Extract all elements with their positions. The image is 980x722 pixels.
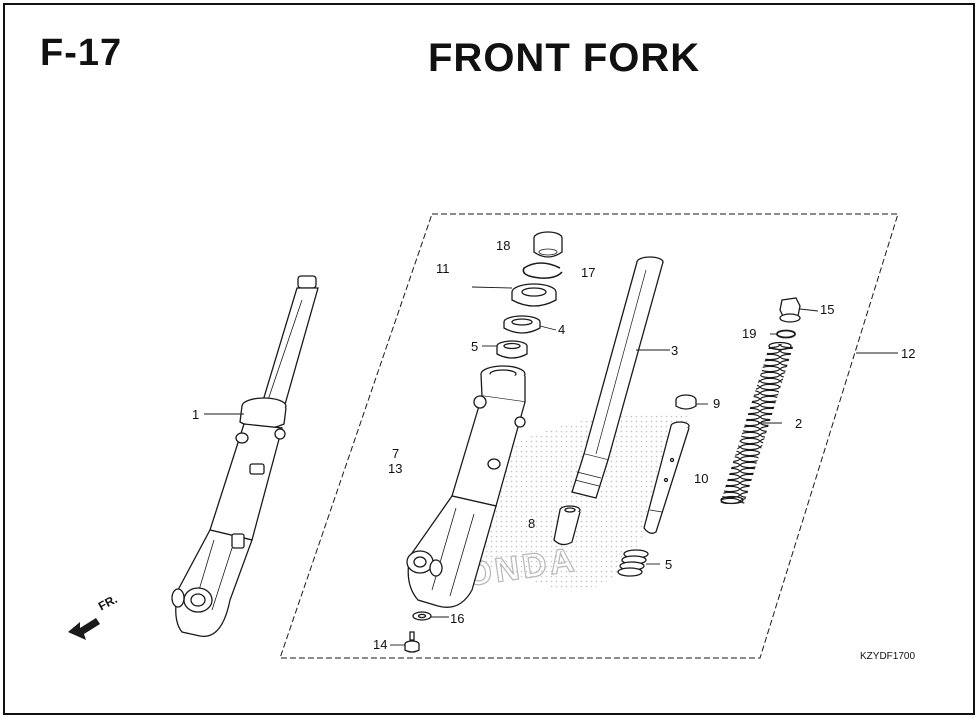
callout-13: 13 (388, 461, 403, 476)
callout-3: 3 (671, 343, 679, 358)
callout-2: 2 (795, 416, 803, 431)
callout-5-upper: 5 (471, 339, 479, 354)
callout-19: 19 (742, 326, 757, 341)
callout-18: 18 (496, 238, 511, 253)
part-5-rebound-spring (617, 549, 649, 577)
part-19-o-ring (776, 329, 796, 339)
leader-lines (204, 286, 898, 646)
callout-1: 1 (192, 407, 200, 422)
part-17-circlip (522, 262, 563, 279)
callout-8: 8 (528, 516, 536, 531)
callout-17: 17 (581, 265, 596, 280)
callout-7: 7 (392, 446, 400, 461)
part-14-socket-bolt (404, 631, 420, 653)
part-8-oil-lock-piece (553, 505, 581, 546)
callout-9: 9 (713, 396, 721, 411)
callout-15: 15 (820, 302, 835, 317)
part-2-fork-spring (720, 341, 794, 505)
part-10-damper-rod (643, 421, 690, 534)
callout-4: 4 (558, 322, 566, 337)
callout-10: 10 (694, 471, 709, 486)
callout-5-lower: 5 (665, 557, 673, 572)
figure-title: FRONT FORK (428, 36, 701, 80)
callout-12: 12 (901, 346, 916, 361)
callout-16: 16 (450, 611, 465, 626)
part-11-oil-seal (511, 283, 557, 307)
part-9-nut (675, 394, 697, 410)
fr-direction-arrow (68, 618, 100, 640)
callout-11: 11 (436, 261, 450, 276)
catalog-code: KZYDF1700 (860, 651, 916, 662)
part-4-bushing (503, 315, 541, 334)
part-16-sealing-washer (412, 611, 432, 621)
diagram-frame (3, 3, 975, 715)
part-fork-leg-assembly (171, 275, 319, 637)
figure-code: F-17 (40, 32, 123, 74)
part-5-upper-ring (496, 340, 528, 359)
assembly-boundary (279, 213, 899, 659)
part-7-outer-slider (406, 365, 526, 608)
callout-14: 14 (373, 637, 388, 652)
part-18-dust-seal (533, 231, 563, 258)
part-15-fork-bolt (779, 297, 801, 323)
part-3-inner-tube (571, 256, 664, 499)
